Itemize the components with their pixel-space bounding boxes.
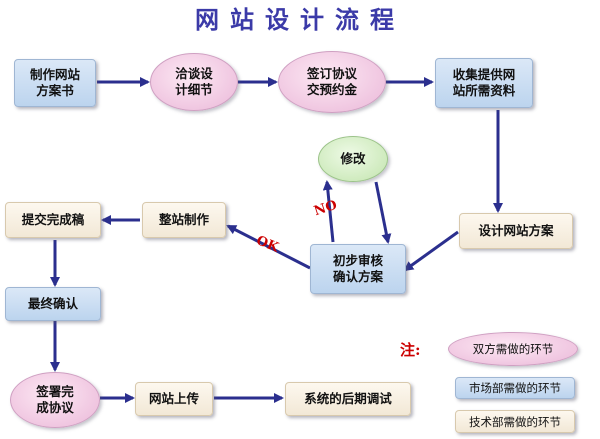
node-modify: 修改 bbox=[318, 136, 388, 182]
legend-both-parties: 双方需做的环节 bbox=[448, 332, 578, 366]
node-make-plan: 制作网站 方案书 bbox=[14, 59, 96, 107]
node-design-plan: 设计网站方案 bbox=[459, 213, 573, 249]
arrow-review-to-modify bbox=[322, 180, 335, 243]
legend-market-dept: 市场部需做的环节 bbox=[455, 377, 575, 399]
node-collect-materials: 收集提供网 站所需资料 bbox=[435, 58, 533, 108]
node-final-confirm: 最终确认 bbox=[5, 287, 101, 321]
page-title: 网站设计流程 bbox=[195, 5, 405, 34]
node-post-debug: 系统的后期调试 bbox=[285, 382, 411, 416]
node-sign-contract-deposit: 签订协议 交预约金 bbox=[278, 51, 386, 113]
node-build-site: 整站制作 bbox=[142, 202, 226, 238]
legend-tech-dept: 技术部需做的环节 bbox=[455, 410, 575, 433]
node-upload-site: 网站上传 bbox=[135, 382, 213, 416]
node-submit-draft: 提交完成稿 bbox=[5, 202, 101, 238]
arrow-review-to-build bbox=[226, 224, 311, 270]
node-sign-completion: 签署完 成协议 bbox=[10, 372, 100, 428]
legend-note-label: 注: bbox=[400, 341, 421, 359]
node-negotiate-details: 洽谈设 计细节 bbox=[150, 53, 238, 111]
arrow-modify-to-review bbox=[374, 181, 392, 244]
arrow-design-to-review bbox=[403, 230, 459, 272]
node-initial-review: 初步审核 确认方案 bbox=[310, 244, 406, 294]
